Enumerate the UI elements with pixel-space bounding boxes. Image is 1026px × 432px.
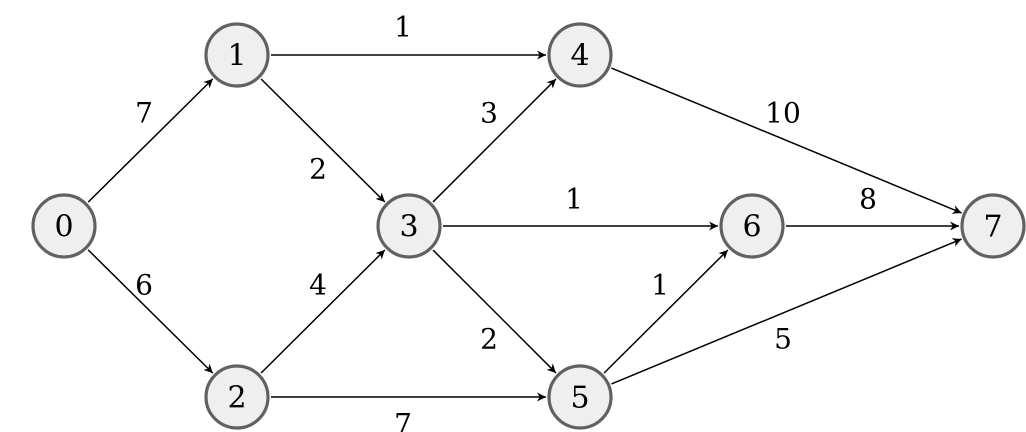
node-5: 5	[547, 364, 613, 430]
edge-4-to-7	[611, 67, 962, 214]
edge-weight-0-1: 7	[135, 97, 153, 130]
node-label: 2	[227, 381, 246, 416]
node-1: 1	[204, 22, 270, 88]
edge-3-to-5	[432, 249, 557, 374]
nodes-layer: 0 1 2 3 4 5 6 7	[31, 22, 1026, 430]
edge-weight-5-6: 1	[651, 269, 669, 302]
node-circle	[31, 193, 97, 259]
edge-weight-2-3: 4	[309, 269, 327, 302]
node-0: 0	[31, 193, 97, 259]
edge-weight-3-4: 3	[480, 97, 498, 130]
edge-weight-1-4: 1	[394, 11, 412, 44]
edge-0-to-2	[87, 249, 214, 374]
edge-5-to-6	[603, 249, 729, 374]
edge-weight-3-5: 2	[480, 323, 498, 356]
node-circle	[204, 364, 270, 430]
node-circle	[547, 22, 613, 88]
node-label: 3	[399, 210, 418, 245]
node-label: 4	[570, 39, 589, 74]
node-label: 6	[742, 210, 761, 245]
node-label: 0	[54, 210, 73, 245]
node-2: 2	[204, 364, 270, 430]
edge-weight-2-5: 7	[394, 408, 412, 432]
edge-weight-1-3: 2	[309, 153, 327, 186]
node-4: 4	[547, 22, 613, 88]
node-circle	[719, 193, 785, 259]
edge-0-to-1	[87, 78, 214, 203]
edge-2-to-3	[260, 249, 386, 374]
node-label: 5	[570, 381, 589, 416]
node-circle	[376, 193, 442, 259]
edge-1-to-3	[260, 78, 386, 203]
node-circle	[204, 22, 270, 88]
edge-weight-0-2: 6	[135, 269, 153, 302]
node-label: 1	[227, 39, 246, 74]
node-label: 7	[983, 210, 1002, 245]
edge-3-to-4	[432, 78, 557, 203]
edge-5-to-7	[611, 238, 962, 385]
node-circle	[960, 193, 1026, 259]
node-circle	[547, 364, 613, 430]
node-3: 3	[376, 193, 442, 259]
node-7: 7	[960, 193, 1026, 259]
edge-weight-5-7: 5	[774, 323, 792, 356]
edge-weight-3-6: 1	[565, 183, 583, 216]
edge-weight-4-7: 10	[765, 97, 801, 130]
edge-weight-6-7: 8	[859, 183, 877, 216]
node-6: 6	[719, 193, 785, 259]
